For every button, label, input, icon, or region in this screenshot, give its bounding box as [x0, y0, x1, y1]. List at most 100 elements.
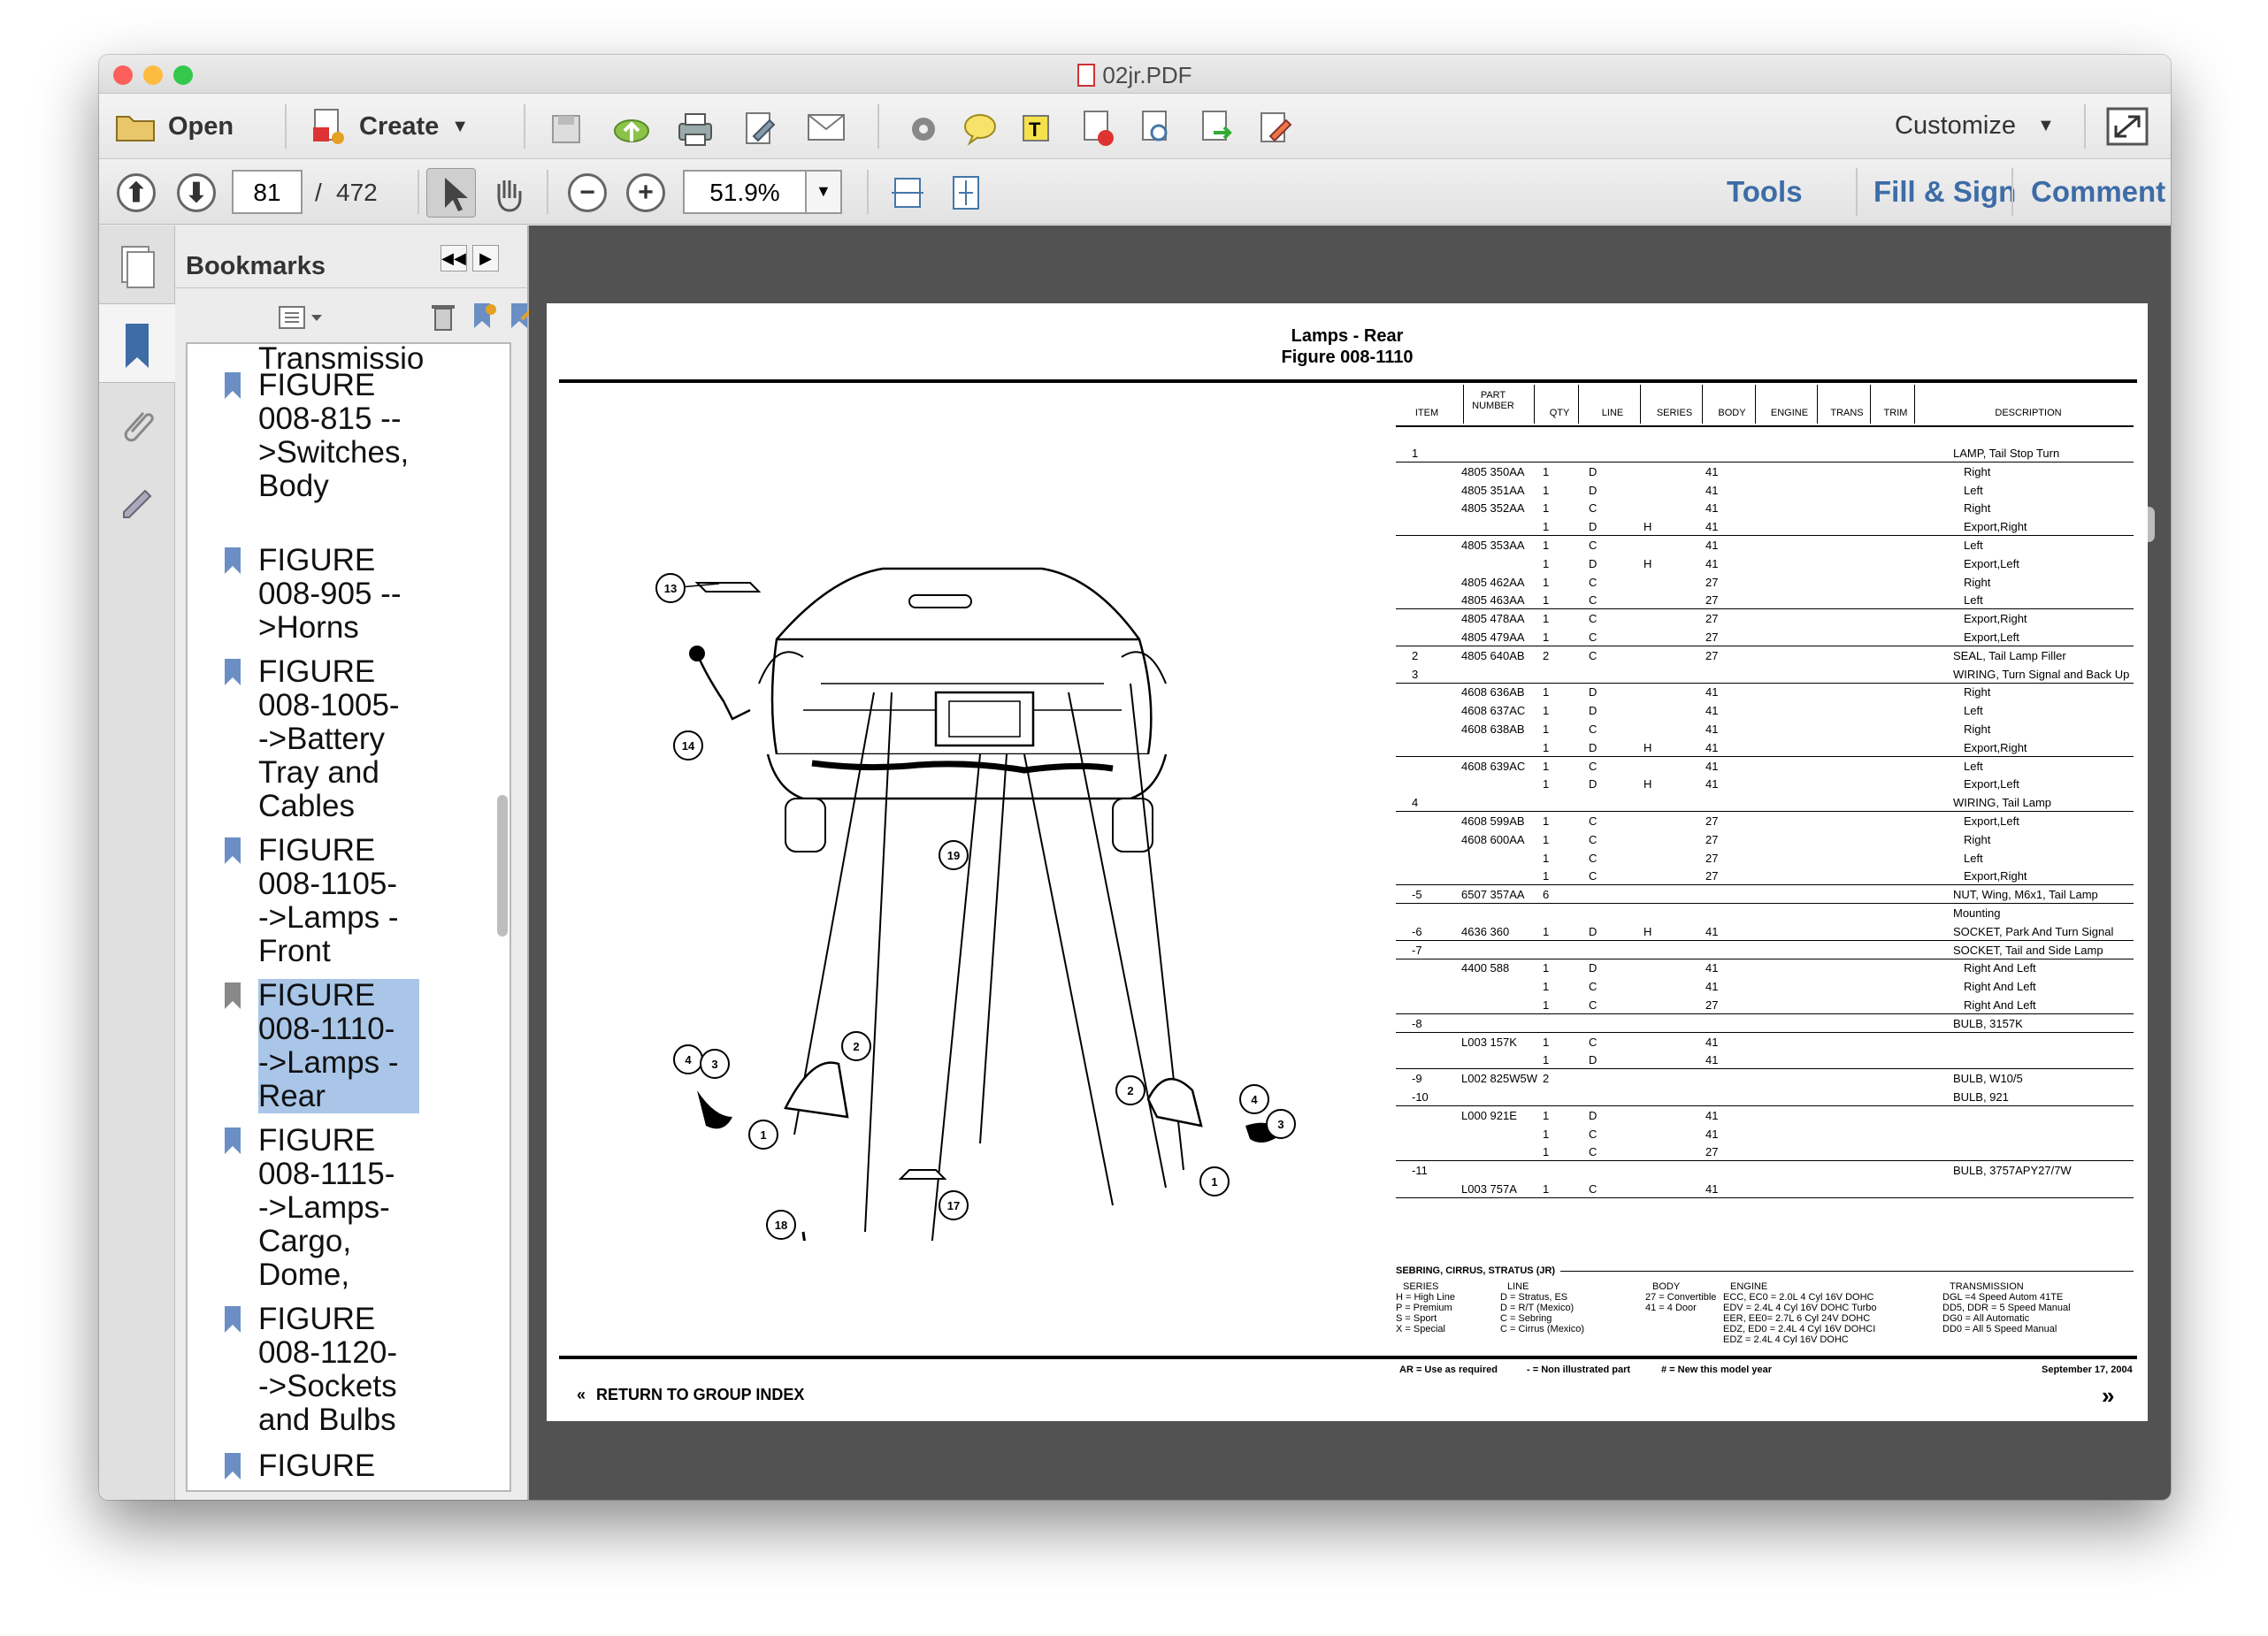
table-cell: 4805 463AA — [1461, 593, 1525, 608]
table-cell: D — [1589, 685, 1598, 700]
table-column-header: LINE — [1601, 408, 1624, 418]
edit-document-icon[interactable] — [743, 110, 778, 147]
bookmark-item[interactable]: FIGURE 008-1005- ->Battery Tray and Cabl… — [225, 655, 497, 823]
close-window-button[interactable] — [113, 65, 133, 85]
bookmark-item[interactable]: FIGURE — [225, 1449, 497, 1483]
table-cell: 1 — [1543, 722, 1550, 736]
document-search-icon[interactable] — [1139, 110, 1175, 147]
next-page-button[interactable]: ⬇ — [177, 173, 216, 212]
table-cell: 41 — [1705, 520, 1719, 534]
table-cell: C — [1589, 980, 1598, 994]
table-cell: 1 — [1543, 1053, 1550, 1067]
table-cell: 4805 479AA — [1461, 631, 1525, 644]
table-cell: D — [1589, 704, 1598, 718]
create-button[interactable]: Create ▼ — [311, 108, 469, 145]
table-cell: 1 — [1543, 998, 1550, 1012]
bookmark-item[interactable]: Transmissio — [258, 344, 497, 376]
toolbar-divider — [867, 170, 869, 214]
new-bookmark-icon[interactable] — [467, 300, 499, 333]
table-cell: Right — [1964, 464, 1991, 478]
table-cell: 27 — [1705, 869, 1719, 883]
table-cell: 4805 350AA — [1461, 464, 1525, 478]
table-cell: Export,Left — [1964, 556, 2019, 570]
table-cell: L003 757A — [1461, 1182, 1517, 1196]
zoom-in-button[interactable]: + — [626, 173, 665, 212]
column-divider — [1755, 385, 1756, 424]
table-cell: C — [1589, 1127, 1598, 1141]
bookmark-item[interactable]: FIGURE 008-905 -- >Horns — [225, 544, 497, 645]
tools-link[interactable]: Tools — [1727, 175, 1803, 208]
sign-document-icon[interactable] — [1258, 110, 1293, 147]
table-cell: C — [1589, 832, 1598, 846]
open-label: Open — [168, 111, 234, 141]
gear-icon[interactable] — [906, 111, 941, 147]
bookmark-item[interactable]: FIGURE 008-1120- ->Sockets and Bulbs — [225, 1303, 497, 1437]
table-cell: C — [1589, 1145, 1598, 1159]
bookmark-item[interactable]: FIGURE 008-1105- ->Lamps - Front — [225, 834, 497, 968]
column-divider — [1817, 385, 1818, 424]
fit-width-icon[interactable] — [888, 173, 927, 212]
fit-page-icon[interactable] — [946, 173, 985, 212]
toolbar-divider — [877, 104, 879, 149]
select-tool-button[interactable] — [426, 168, 476, 218]
comment-link[interactable]: Comment — [2031, 175, 2166, 208]
return-to-index-link[interactable]: «RETURN TO GROUP INDEX — [577, 1386, 804, 1404]
fill-sign-link[interactable]: Fill & Sign — [1873, 175, 2017, 208]
expand-panel-button[interactable]: ▶ — [472, 245, 499, 271]
next-page-link[interactable]: » — [2102, 1382, 2114, 1410]
table-cell: 1 — [1543, 612, 1550, 626]
zoom-window-button[interactable] — [173, 65, 193, 85]
save-icon[interactable] — [550, 113, 582, 145]
table-cell: 41 — [1705, 704, 1719, 718]
minimize-window-button[interactable] — [143, 65, 163, 85]
double-chevron-left-icon: ◀◀ — [441, 249, 466, 267]
options-menu-icon[interactable] — [278, 303, 327, 333]
delete-page-icon[interactable] — [1081, 110, 1116, 147]
table-cell: 1 — [1543, 1035, 1550, 1049]
bookmark-item-selected[interactable]: FIGURE 008-1110- ->Lamps - Rear — [225, 979, 497, 1113]
bookmark-scrollbar[interactable] — [497, 795, 508, 936]
previous-page-button[interactable]: ⬆ — [117, 173, 156, 212]
table-column-header: PART NUMBER — [1472, 390, 1514, 411]
table-cell: 41 — [1705, 501, 1719, 516]
table-cell: Export,Left — [1964, 777, 2019, 791]
bookmarks-tab[interactable] — [99, 303, 175, 383]
doc-bottom-rule — [559, 1356, 2137, 1359]
zoom-out-button[interactable]: − — [568, 173, 607, 212]
bookmark-item[interactable]: FIGURE 008-815 -- >Switches, Body — [225, 369, 497, 503]
print-icon[interactable] — [676, 111, 715, 147]
table-cell: 27 — [1705, 631, 1719, 644]
table-cell: 4805 353AA — [1461, 539, 1525, 552]
upload-cloud-icon[interactable] — [612, 111, 651, 145]
hand-tool-icon[interactable] — [487, 172, 529, 214]
expand-icon[interactable] — [2105, 106, 2149, 147]
bookmark-item[interactable]: FIGURE 008-1115- ->Lamps- Cargo, Dome, — [225, 1124, 497, 1292]
legend-trans-line: DG0 = All Automatic — [1942, 1313, 2030, 1324]
page-thumbnails-icon[interactable] — [115, 243, 157, 291]
legend-engine-line: ECC, EC0 = 2.0L 4 Cyl 16V DOHC — [1723, 1292, 1874, 1303]
export-page-icon[interactable] — [1199, 110, 1235, 147]
zoom-input[interactable]: 51.9% — [683, 170, 807, 214]
page-number-input[interactable]: 81 — [232, 170, 303, 214]
signature-pen-icon[interactable] — [117, 478, 157, 519]
row-group-rule — [1396, 939, 2134, 941]
trash-icon[interactable] — [430, 302, 456, 333]
text-highlight-icon[interactable]: T — [1021, 111, 1056, 147]
collapse-panel-button[interactable]: ◀◀ — [441, 245, 467, 271]
email-icon[interactable] — [807, 113, 846, 141]
open-button[interactable]: Open — [115, 110, 234, 143]
attachment-paperclip-icon[interactable] — [117, 404, 157, 448]
table-cell: 1 — [1543, 759, 1550, 773]
comment-bubble-icon[interactable] — [962, 111, 998, 147]
legend-series-line: X = Special — [1396, 1324, 1445, 1334]
table-cell: Export,Right — [1964, 612, 2027, 626]
customize-button[interactable]: Customize ▼ — [1895, 111, 2055, 141]
row-group-rule — [1396, 903, 2134, 905]
table-cell: NUT, Wing, M6x1, Tail Lamp — [1953, 888, 2098, 902]
table-cell: 1 — [1543, 520, 1550, 534]
table-cell: 2 — [1543, 1072, 1550, 1086]
table-cell: 27 — [1705, 851, 1719, 865]
zoom-dropdown[interactable]: ▼ — [807, 170, 842, 214]
table-cell: -9 — [1412, 1072, 1422, 1086]
table-cell: 1 — [1543, 869, 1550, 883]
